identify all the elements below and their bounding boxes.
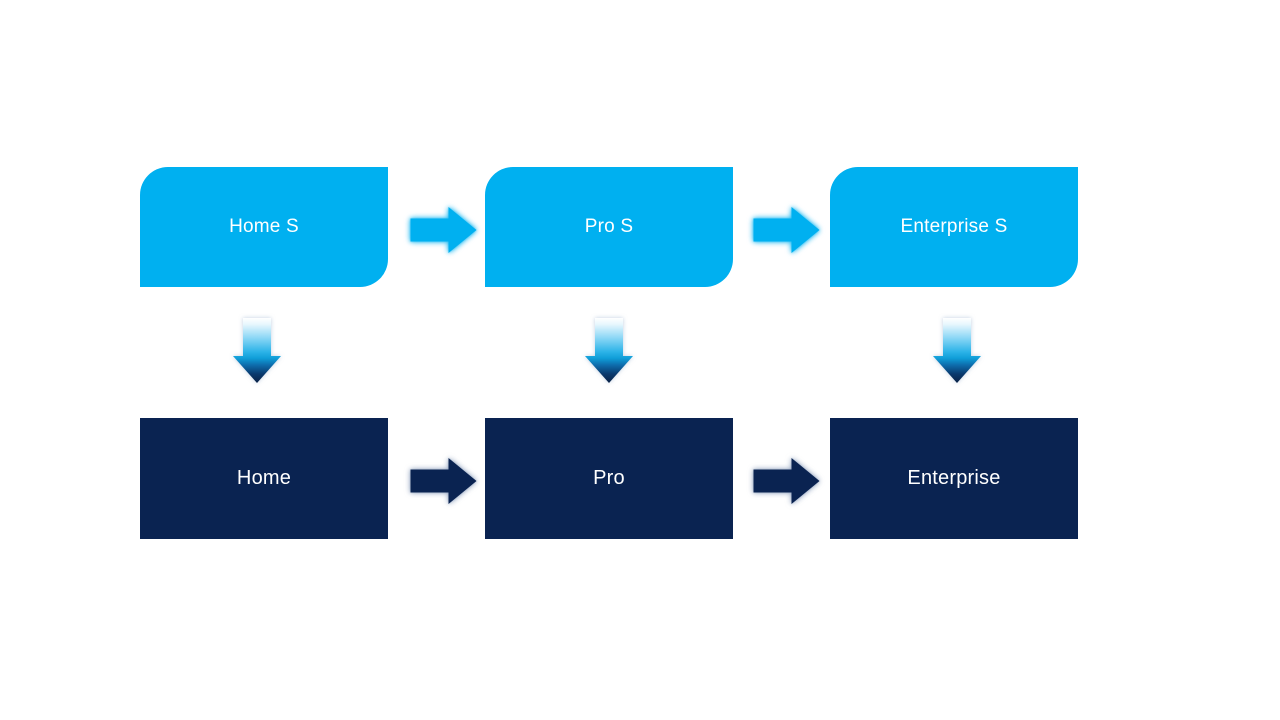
- arrow-pro-s-to-enterprise-s: [753, 207, 820, 253]
- right-arrow-icon: [410, 458, 477, 504]
- arrow-enterprise-s-to-enterprise: [933, 318, 981, 383]
- right-arrow-icon: [410, 207, 477, 253]
- node-home-label: Home: [236, 467, 292, 489]
- right-arrow-icon: [753, 207, 820, 253]
- node-pro-label: Pro: [593, 467, 625, 489]
- arrow-home-to-pro: [410, 458, 477, 504]
- down-arrow-icon: [933, 318, 981, 383]
- node-enterprise-s: Enterprise S: [830, 167, 1078, 287]
- node-enterprise-s-label: Enterprise S: [900, 216, 1008, 237]
- node-pro-s-label: Pro S: [584, 216, 634, 237]
- node-enterprise: Enterprise: [830, 418, 1078, 539]
- node-pro-s: Pro S: [485, 167, 733, 287]
- node-pro: Pro: [485, 418, 733, 539]
- right-arrow-icon: [753, 458, 820, 504]
- down-arrow-icon: [233, 318, 281, 383]
- arrow-pro-to-enterprise: [753, 458, 820, 504]
- down-arrow-icon: [585, 318, 633, 383]
- node-enterprise-label: Enterprise: [907, 467, 1001, 489]
- node-home-s-label: Home S: [229, 216, 299, 237]
- arrow-pro-s-to-pro: [585, 318, 633, 383]
- arrow-home-s-to-pro-s: [410, 207, 477, 253]
- arrow-home-s-to-home: [233, 318, 281, 383]
- node-home-s: Home S: [140, 167, 388, 287]
- node-home: Home: [140, 418, 388, 539]
